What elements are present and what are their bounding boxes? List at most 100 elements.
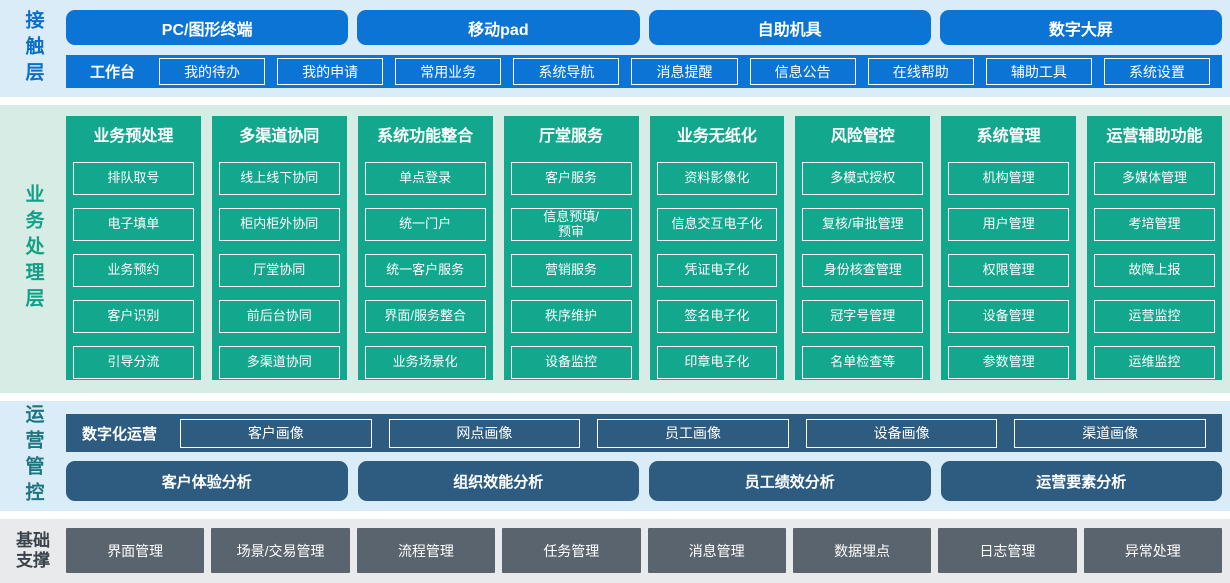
- business-column-items: 多媒体管理考培管理故障上报运营监控运维监控: [1094, 149, 1215, 379]
- business-column-items: 线上线下协同柜内柜外协同厅堂协同前后台协同多渠道协同: [218, 149, 340, 379]
- foundation-item: 消息管理: [647, 528, 786, 573]
- contact-layer-label-col: 接触层: [0, 0, 66, 97]
- operations-layer-label-col: 运营管控: [0, 401, 66, 511]
- business-column: 系统管理 机构管理用户管理权限管理设备管理参数管理: [941, 116, 1077, 380]
- business-column-items: 客户服务信息预填/ 预审营销服务秩序维护设备监控: [510, 149, 632, 379]
- foundation-label-line2: 支撑: [16, 551, 50, 570]
- portrait-item: 渠道画像: [1014, 418, 1206, 448]
- business-item: 用户管理: [948, 208, 1070, 241]
- separator: [0, 393, 1230, 401]
- analysis-row: 客户体验分析组织效能分析员工绩效分析运营要素分析: [66, 461, 1222, 501]
- business-item: 信息预填/ 预审: [510, 208, 632, 241]
- business-item: 信息交互电子化: [656, 208, 778, 241]
- foundation-label-line1: 基础: [16, 530, 50, 550]
- business-item: 设备管理: [948, 300, 1070, 333]
- foundation-items: 界面管理场景/交易管理流程管理任务管理消息管理数据埋点日志管理异常处理: [66, 519, 1230, 583]
- business-item: 柜内柜外协同: [218, 208, 340, 241]
- business-column: 厅堂服务 客户服务信息预填/ 预审营销服务秩序维护设备监控: [503, 116, 639, 380]
- workbench-items: 我的待办我的申请常用业务系统导航消息提醒信息公告在线帮助辅助工具系统设置: [159, 58, 1210, 86]
- workbench-item: 系统导航: [513, 58, 620, 86]
- business-item: 机构管理: [948, 162, 1070, 195]
- workbench-item: 我的待办: [159, 58, 266, 86]
- business-item: 名单检查等: [802, 346, 924, 379]
- business-layer-label: 业务处理层: [22, 184, 44, 314]
- business-column-title: 运营辅助功能: [1106, 128, 1203, 145]
- business-column: 多渠道协同 线上线下协同柜内柜外协同厅堂协同前后台协同多渠道协同: [211, 116, 347, 380]
- business-item: 营销服务: [510, 254, 632, 287]
- foundation-item: 日志管理: [938, 528, 1077, 573]
- business-item: 冠字号管理: [802, 300, 924, 333]
- business-item: 统一客户服务: [364, 254, 486, 287]
- operations-content: 数字化运营 客户画像网点画像员工画像设备画像渠道画像 客户体验分析组织效能分析员…: [66, 401, 1230, 511]
- foundation-item: 界面管理: [66, 528, 205, 573]
- foundation-item: 任务管理: [502, 528, 641, 573]
- foundation-item: 场景/交易管理: [211, 528, 350, 573]
- portrait-item: 网点画像: [388, 418, 581, 448]
- business-item: 多模式授权: [802, 162, 924, 195]
- business-column-title: 多渠道协同: [239, 128, 320, 145]
- business-item: 考培管理: [1094, 208, 1215, 241]
- terminal-button: 移动pad: [357, 10, 640, 46]
- digital-ops-bar: 数字化运营 客户画像网点画像员工画像设备画像渠道画像: [66, 414, 1222, 452]
- business-column-items: 多模式授权复核/审批管理身份核查管理冠字号管理名单检查等: [802, 149, 924, 379]
- business-column: 业务预处理 排队取号电子填单业务预约客户识别引导分流: [66, 116, 201, 380]
- workbench-label: 工作台: [90, 64, 136, 82]
- analysis-button: 员工绩效分析: [649, 461, 931, 501]
- business-column-title: 业务无纸化: [676, 128, 757, 145]
- business-column-title: 风险管控: [830, 128, 895, 145]
- business-item: 引导分流: [73, 346, 194, 379]
- business-item: 设备监控: [510, 346, 632, 379]
- operations-layer: 运营管控 数字化运营 客户画像网点画像员工画像设备画像渠道画像 客户体验分析组织…: [0, 401, 1230, 511]
- business-column-title: 业务预处理: [93, 128, 174, 145]
- business-item: 业务场景化: [364, 346, 486, 379]
- workbench-item: 辅助工具: [985, 58, 1092, 86]
- business-item: 资料影像化: [656, 162, 778, 195]
- portrait-item: 设备画像: [805, 418, 998, 448]
- analysis-button: 组织效能分析: [357, 461, 639, 501]
- business-column-title: 系统功能整合: [377, 128, 474, 145]
- business-item: 多渠道协同: [218, 346, 340, 379]
- business-column-items: 单点登录统一门户统一客户服务界面/服务整合业务场景化: [364, 149, 486, 379]
- business-column-items: 机构管理用户管理权限管理设备管理参数管理: [948, 149, 1070, 379]
- foundation-item: 流程管理: [356, 528, 496, 573]
- business-processing-layer: 业务处理层 业务预处理 排队取号电子填单业务预约客户识别引导分流 多渠道协同 线…: [0, 105, 1230, 393]
- workbench-item: 常用业务: [395, 58, 502, 86]
- business-item: 签名电子化: [656, 300, 778, 333]
- foundation-item: 异常处理: [1083, 528, 1222, 573]
- business-item: 身份核查管理: [802, 254, 924, 287]
- workbench-item: 我的申请: [277, 58, 384, 86]
- foundation-layer: 基础 支撑 界面管理场景/交易管理流程管理任务管理消息管理数据埋点日志管理异常处…: [0, 519, 1230, 583]
- business-item: 界面/服务整合: [364, 300, 486, 333]
- business-column-title: 系统管理: [976, 128, 1041, 145]
- analysis-button: 运营要素分析: [940, 461, 1222, 501]
- separator: [0, 511, 1230, 519]
- business-columns: 业务预处理 排队取号电子填单业务预约客户识别引导分流 多渠道协同 线上线下协同柜…: [66, 105, 1230, 393]
- business-column-title: 厅堂服务: [539, 128, 604, 145]
- business-column-items: 排队取号电子填单业务预约客户识别引导分流: [73, 149, 194, 379]
- business-item: 电子填单: [73, 208, 194, 241]
- operations-layer-label: 运营管控: [22, 404, 44, 508]
- business-column: 运营辅助功能 多媒体管理考培管理故障上报运营监控运维监控: [1087, 116, 1222, 380]
- business-item: 前后台协同: [218, 300, 340, 333]
- portrait-item: 员工画像: [597, 418, 789, 448]
- workbench-item: 消息提醒: [631, 58, 738, 86]
- business-item: 参数管理: [948, 346, 1070, 379]
- business-item: 多媒体管理: [1094, 162, 1215, 195]
- business-layer-label-col: 业务处理层: [0, 105, 66, 393]
- analysis-button: 客户体验分析: [66, 461, 348, 501]
- business-item: 单点登录: [364, 162, 486, 195]
- business-column: 业务无纸化 资料影像化信息交互电子化凭证电子化签名电子化印章电子化: [649, 116, 785, 380]
- workbench-bar: 工作台 我的待办我的申请常用业务系统导航消息提醒信息公告在线帮助辅助工具系统设置: [66, 55, 1222, 88]
- business-item: 故障上报: [1094, 254, 1215, 287]
- business-item: 厅堂协同: [218, 254, 340, 287]
- portrait-items: 客户画像网点画像员工画像设备画像渠道画像: [180, 418, 1206, 448]
- terminal-button: 数字大屏: [939, 10, 1222, 46]
- business-column: 系统功能整合 单点登录统一门户统一客户服务界面/服务整合业务场景化: [357, 116, 493, 380]
- terminal-button: 自助机具: [648, 10, 931, 46]
- business-item: 线上线下协同: [218, 162, 340, 195]
- business-item: 凭证电子化: [656, 254, 778, 287]
- business-item: 权限管理: [948, 254, 1070, 287]
